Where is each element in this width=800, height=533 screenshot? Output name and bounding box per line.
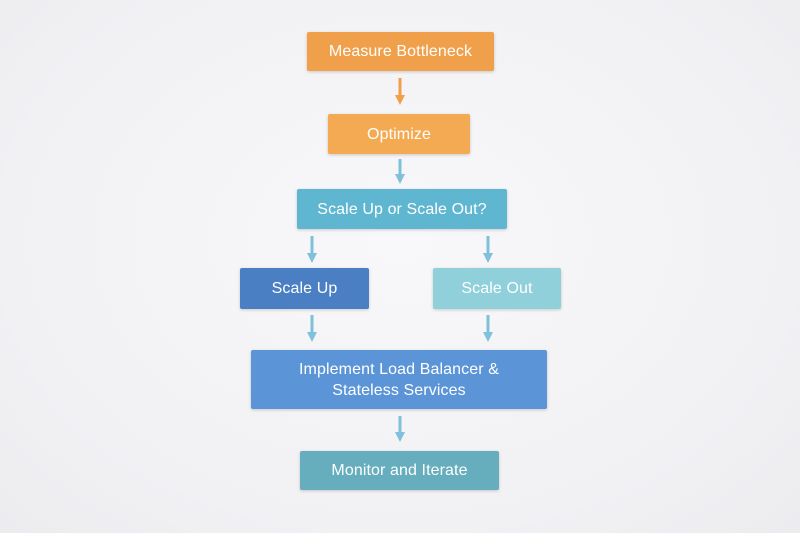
node-optimize: Optimize: [328, 114, 470, 154]
node-scale-decision: Scale Up or Scale Out?: [297, 189, 507, 229]
node-scale-out: Scale Out: [433, 268, 561, 309]
node-implement-load-balancer: Implement Load Balancer & Stateless Serv…: [251, 350, 547, 409]
node-monitor-and-iterate: Monitor and Iterate: [300, 451, 499, 490]
node-measure-bottleneck: Measure Bottleneck: [307, 32, 494, 71]
node-scale-up: Scale Up: [240, 268, 369, 309]
